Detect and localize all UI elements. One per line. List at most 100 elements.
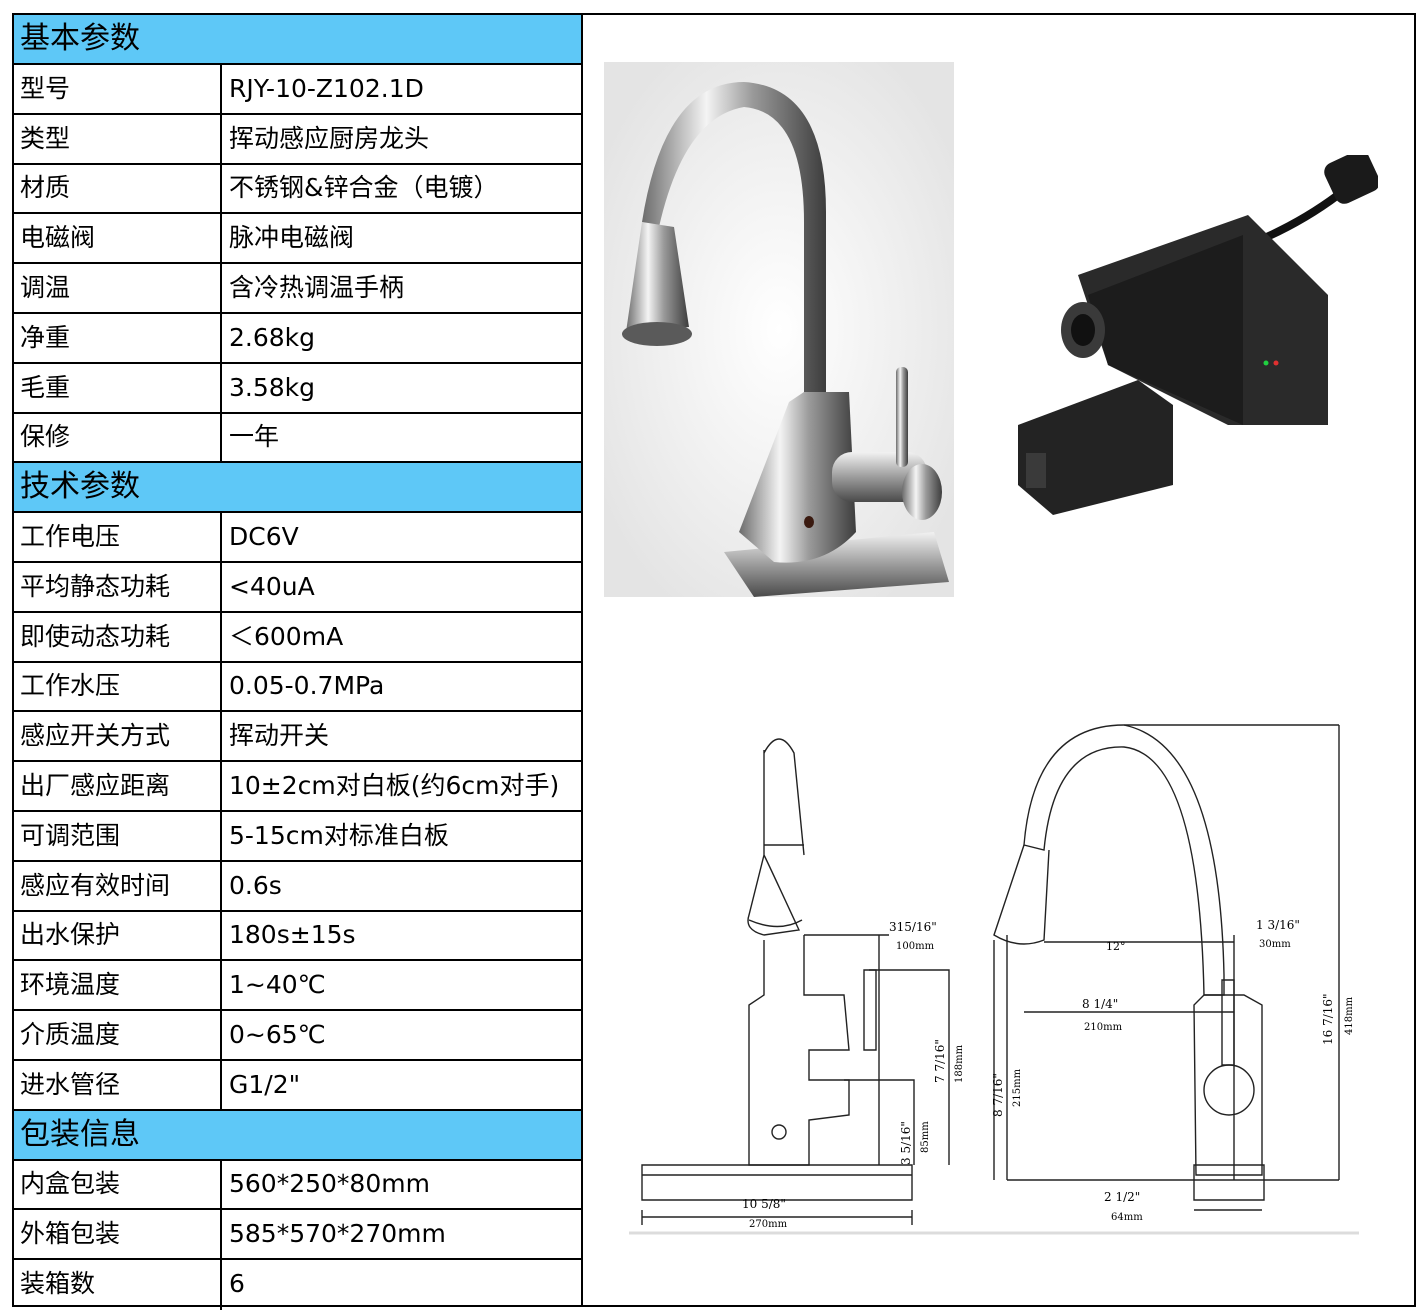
- spec-label: 即使动态功耗: [14, 612, 222, 661]
- spec-value: 挥动感应厨房龙头: [229, 123, 430, 153]
- spec-row: 平均静态功耗<40uA: [14, 562, 581, 613]
- front-lever: [1221, 979, 1235, 1066]
- spec-row: 保修一年: [14, 413, 581, 464]
- spec-value: 0~65℃: [229, 1020, 326, 1049]
- spec-value: 0.05-0.7MPa: [229, 671, 385, 701]
- dim-reach-in: 8 1/4": [1082, 997, 1118, 1011]
- spec-label: 毛重: [14, 363, 222, 412]
- spec-value: G1/2": [229, 1069, 301, 1099]
- dim-line-heights: [869, 935, 950, 1165]
- spec-label: 外箱包装: [14, 1210, 222, 1259]
- dim-plate-width-in: 10 5/8": [742, 1197, 786, 1211]
- spec-label: 工作电压: [14, 513, 222, 561]
- dimension-drawing: 315/16" 100mm 7 7/16" 188mm 3 5/16" 85mm…: [629, 724, 1359, 1235]
- section-header: 技术参数: [14, 463, 581, 514]
- spec-row: 调温含冷热调温手柄: [14, 264, 581, 314]
- spec-row: 感应开关方式挥动开关: [14, 712, 581, 763]
- dim-plate-width-mm: 270mm: [749, 1219, 788, 1230]
- connector-plug: [1324, 155, 1378, 204]
- spec-label: 装箱数: [14, 1260, 222, 1310]
- spec-label: 电磁阀: [14, 214, 222, 263]
- spec-label: 感应有效时间: [14, 861, 222, 910]
- dim-outlet-height-in: 8 7/16": [991, 1073, 1005, 1117]
- spec-label: 调温: [14, 264, 222, 312]
- led-green: [1263, 360, 1269, 366]
- spec-label: 内盒包装: [14, 1160, 222, 1209]
- spec-value: 5-15cm对标准白板: [229, 820, 449, 850]
- dim-line-sensor: [844, 1079, 915, 1165]
- led-red: [1273, 360, 1279, 366]
- side-deck-plate: [641, 1164, 913, 1201]
- dim-line-plate: [641, 1210, 913, 1225]
- faucet-body: [739, 392, 856, 563]
- dim-total-height-in: 16 7/16": [1321, 993, 1335, 1045]
- spec-value: 不锈钢&锌合金（电镀）: [229, 173, 499, 203]
- dim-body-height-mm: 188mm: [954, 1044, 965, 1083]
- front-spout: [1023, 724, 1225, 996]
- spec-label: 平均静态功耗: [14, 562, 222, 611]
- spec-value: 含冷热调温手柄: [229, 273, 405, 302]
- dim-offset-in: 1 3/16": [1256, 918, 1300, 932]
- spec-value: 10±2cm对白板(约6cm对手): [229, 771, 560, 800]
- dim-base-width-mm: 64mm: [1111, 1212, 1143, 1223]
- dim-angle: 12°: [1106, 940, 1126, 953]
- spec-value: 脉冲电磁阀: [229, 223, 355, 253]
- dim-base-width-in: 2 1/2": [1104, 1190, 1140, 1204]
- side-lever: [863, 969, 877, 1051]
- dim-body-height-in: 7 7/16": [933, 1039, 947, 1083]
- spec-row: 即使动态功耗＜600mA: [14, 612, 581, 663]
- spec-label: 介质温度: [14, 1011, 222, 1059]
- spec-label: 可调范围: [14, 811, 222, 860]
- spec-label: 感应开关方式: [14, 712, 222, 761]
- spec-label: 出厂感应距离: [14, 762, 222, 810]
- section-title: 包装信息: [20, 1116, 140, 1152]
- side-spout: [747, 750, 801, 936]
- front-dim-verticals: [1006, 935, 1235, 1180]
- spec-label: 进水管径: [14, 1060, 222, 1109]
- spec-label: 出水保护: [14, 911, 222, 960]
- spec-value: 180s±15s: [229, 920, 356, 950]
- front-handle: [1203, 1064, 1255, 1116]
- dim-offset-mm: 30mm: [1259, 939, 1291, 950]
- spec-value: 560*250*80mm: [229, 1169, 430, 1199]
- spec-value: DC6V: [229, 522, 299, 551]
- section-header: 包装信息: [14, 1110, 581, 1161]
- section-title: 技术参数: [20, 469, 140, 505]
- front-base: [1193, 1164, 1265, 1201]
- handle-cap: [902, 464, 942, 520]
- spec-value: 0.6s: [229, 870, 282, 900]
- spec-value: 一年: [229, 422, 280, 452]
- dim-outlet-height-mm: 215mm: [1012, 1068, 1023, 1107]
- spec-label: 型号: [14, 64, 222, 113]
- spec-value: 1~40℃: [229, 970, 326, 1000]
- spec-row: 电磁阀脉冲电磁阀: [14, 214, 581, 265]
- dim-sensor-height-mm: 85mm: [920, 1121, 931, 1153]
- dim-spout-reach-mm: 100mm: [896, 941, 935, 952]
- pull-down-sprayhead: [626, 222, 689, 332]
- dim-spout-reach-in: 315/16": [889, 920, 937, 934]
- spec-value: 585*570*270mm: [229, 1219, 446, 1249]
- spec-label: 净重: [14, 313, 222, 362]
- spec-label: 材质: [14, 164, 222, 213]
- spec-row: 材质不锈钢&锌合金（电镀）: [14, 164, 581, 215]
- spec-value: RJY-10-Z102.1D: [229, 73, 424, 103]
- spec-value: 3.58kg: [229, 372, 316, 402]
- side-body: [748, 935, 850, 1166]
- front-sprayhead: [993, 844, 1050, 945]
- dim-reach-mm: 210mm: [1084, 1022, 1123, 1033]
- spec-label: 类型: [14, 114, 222, 163]
- spec-value: ＜600mA: [229, 621, 344, 651]
- section-title: 基本参数: [20, 21, 140, 56]
- spout-neck: [642, 82, 826, 392]
- spec-value: 挥动开关: [229, 721, 330, 751]
- spec-label: 工作水压: [14, 662, 222, 711]
